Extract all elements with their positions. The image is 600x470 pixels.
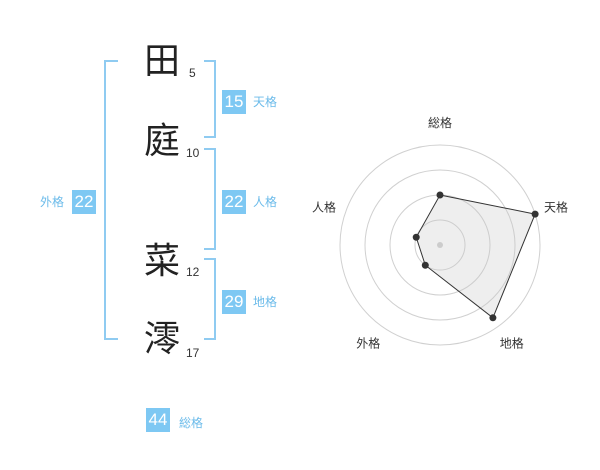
soukaku-label: 総格 [179,416,204,430]
radar-point-0 [436,191,444,199]
tenkaku-label: 天格 [253,95,278,109]
gaikaku-label: 外格 [40,195,65,209]
radar-axis-label-1: 天格 [544,199,568,214]
radar-point-3 [421,261,429,269]
chikaku-value: 29 [222,290,246,314]
radar-grid-ring [414,219,466,271]
name-char-2: 庭 [143,121,180,162]
radar-point-2 [489,314,497,322]
jinkaku-bracket [204,148,216,250]
radar-axis-label-0: 総格 [428,115,452,130]
soukaku-value: 44 [146,408,170,432]
stroke-count-4: 17 [186,346,200,360]
radar-grid-ring [339,144,541,346]
radar-axis-label-2: 地格 [500,336,524,351]
stroke-count-3: 12 [186,265,200,279]
radar-axis-label-4: 人格 [312,199,336,214]
radar-point-4 [412,233,420,241]
name-char-4: 澪 [143,319,180,360]
chikaku-label: 地格 [253,295,278,309]
tenkaku-bracket [204,60,216,138]
radar-axis-label-3: 外格 [356,336,380,351]
radar-grid-ring [364,169,516,321]
gaikaku-value: 22 [72,190,96,214]
chikaku-bracket [204,258,216,340]
radar-center-dot [437,242,443,248]
gaikaku-bracket [104,60,118,340]
name-char-3: 菜 [143,241,180,282]
stroke-count-2: 10 [186,146,200,160]
name-char-1: 田 [143,41,180,82]
jinkaku-label: 人格 [253,195,278,209]
radar-point-1 [531,210,539,218]
stroke-count-1: 5 [189,66,196,80]
tenkaku-value: 15 [222,90,246,114]
jinkaku-value: 22 [222,190,246,214]
radar-series-polygon [415,194,536,319]
